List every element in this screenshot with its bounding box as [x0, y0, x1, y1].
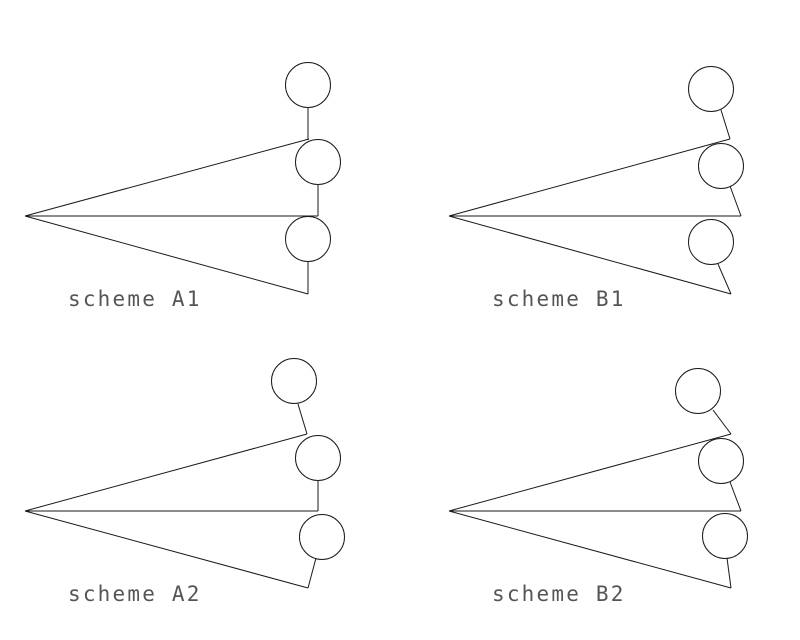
scheme-a2-links: [297, 403, 319, 589]
circle-middle: [698, 438, 744, 484]
wedge-lower-edge: [448, 510, 732, 589]
circle-top: [675, 368, 721, 414]
link-middle: [729, 185, 742, 217]
link-top: [297, 403, 308, 435]
scheme-b2-wedge: [448, 433, 741, 589]
wedge-lower-edge: [24, 510, 309, 589]
link-top: [720, 109, 731, 140]
wedge-lower-edge: [448, 215, 732, 295]
scheme-b2: scheme B2: [448, 368, 748, 606]
circle-middle: [698, 143, 744, 189]
scheme-b1-wedge: [448, 138, 741, 295]
circle-bottom: [285, 216, 331, 262]
circle-middle: [295, 435, 341, 481]
scheme-b1-links: [717, 109, 742, 295]
link-bottom: [307, 557, 317, 589]
circle-bottom: [688, 219, 734, 265]
wedge-upper-edge: [448, 138, 731, 217]
scheme-a1: scheme A1: [24, 62, 341, 311]
circle-top: [285, 62, 331, 108]
wedge-lower-edge: [24, 215, 309, 295]
wedge-upper-edge: [448, 433, 732, 512]
link-bottom: [726, 557, 732, 589]
scheme-b2-circles: [675, 368, 748, 559]
link-top: [712, 409, 732, 435]
scheme-caption: scheme A1: [68, 287, 202, 311]
link-middle: [729, 481, 742, 512]
wedge-upper-edge: [24, 138, 310, 217]
scheme-b1-circles: [688, 66, 744, 265]
circle-bottom: [299, 514, 345, 560]
scheme-a2-circles: [271, 358, 345, 560]
scheme-b2-links: [712, 409, 742, 589]
scheme-b1: scheme B1: [448, 66, 744, 311]
scheme-a2: scheme A2: [24, 358, 345, 606]
scheme-a1-wedge: [24, 138, 318, 295]
circle-top: [688, 66, 734, 112]
link-bottom: [717, 263, 732, 295]
circle-middle: [295, 139, 341, 185]
scheme-caption: scheme B1: [492, 287, 626, 311]
circle-top: [271, 358, 317, 404]
wedge-upper-edge: [24, 433, 308, 512]
circle-bottom: [702, 513, 748, 559]
scheme-a1-circles: [285, 62, 341, 262]
scheme-a1-links: [307, 107, 319, 294]
scheme-caption: scheme B2: [492, 582, 626, 606]
scheme-caption: scheme A2: [68, 582, 202, 606]
scheme-a2-wedge: [24, 433, 318, 589]
